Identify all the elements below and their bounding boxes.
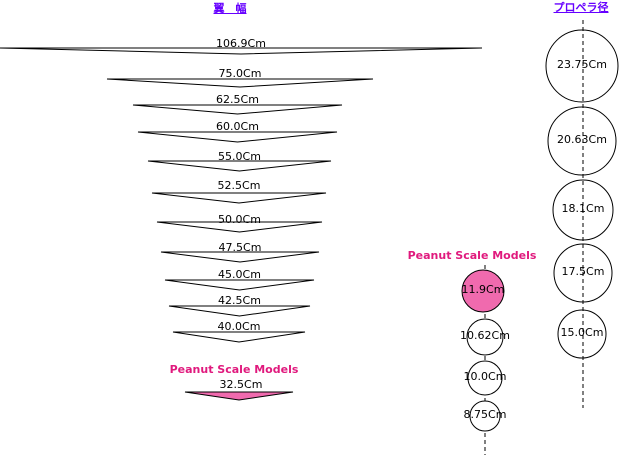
- peanut-prop-circle: [466, 318, 504, 356]
- wing-triangle: [168, 305, 311, 317]
- wing-label: 55.0Cm: [218, 150, 261, 163]
- peanut-props-title: Peanut Scale Models: [407, 249, 537, 262]
- peanut-wing-label: 32.5Cm: [219, 378, 263, 391]
- propeller-label: 17.5Cm: [561, 265, 605, 278]
- peanut-prop-label: 10.62Cm: [460, 329, 510, 342]
- wing-triangle: [156, 221, 323, 233]
- propeller-circle: [553, 243, 613, 303]
- peanut-wing-title: Peanut Scale Models: [169, 363, 299, 376]
- wing-label: 42.5Cm: [218, 294, 261, 307]
- wing-label: 60.0Cm: [216, 120, 259, 133]
- wingspan-header[interactable]: 翼 幅: [213, 2, 247, 15]
- wing-label: 106.9Cm: [216, 37, 266, 50]
- propeller-circle: [547, 106, 617, 176]
- peanut-prop-circle: [469, 400, 501, 432]
- wing-label: 62.5Cm: [216, 93, 259, 106]
- wing-triangle: [106, 78, 374, 88]
- propeller-circle: [545, 29, 619, 103]
- propeller-label: 20.63Cm: [557, 133, 607, 146]
- wing-triangle: [137, 131, 338, 143]
- peanut-prop-circle: [467, 360, 503, 396]
- wing-triangle: [132, 104, 343, 115]
- wing-label: 50.0Cm: [218, 213, 261, 226]
- wing-label: 40.0Cm: [217, 320, 261, 333]
- wing-triangle: [160, 251, 320, 263]
- peanut-prop-circle-highlight: [461, 269, 505, 313]
- wing-triangle: [164, 279, 315, 291]
- wing-triangle: [0, 47, 483, 55]
- wing-triangle: [172, 331, 306, 343]
- wing-triangle: [151, 192, 327, 204]
- peanut-prop-label: 8.75Cm: [463, 408, 507, 421]
- propeller-circle: [557, 309, 607, 359]
- peanut-prop-label: 11.9Cm: [461, 283, 505, 296]
- propeller-header[interactable]: プロペラ径: [553, 1, 609, 14]
- peanut-prop-label: 10.0Cm: [463, 370, 507, 383]
- propeller-label: 23.75Cm: [557, 58, 607, 71]
- peanut-wing-triangle: [184, 391, 294, 401]
- wing-label: 52.5Cm: [217, 179, 261, 192]
- propeller-circle: [552, 179, 614, 241]
- propeller-label: 18.1Cm: [561, 202, 605, 215]
- wing-label: 47.5Cm: [218, 241, 262, 254]
- wing-shapes: [0, 47, 483, 401]
- wing-label: 75.0Cm: [218, 67, 262, 80]
- wing-triangle: [147, 160, 332, 172]
- propeller-shapes: [461, 20, 619, 455]
- propeller-label: 15.0Cm: [560, 326, 604, 339]
- wing-label: 45.0Cm: [218, 268, 261, 281]
